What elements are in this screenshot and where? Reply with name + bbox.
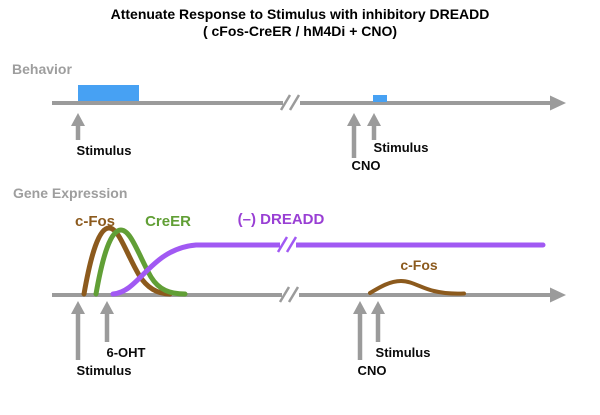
diagram-title-line1: Attenuate Response to Stimulus with inhi… (110, 6, 490, 22)
diagram-title-line2: ( cFos-CreER / hM4Di + CNO) (202, 23, 398, 39)
creer-curve (93, 227, 188, 297)
behavior-section-label: Behavior (12, 61, 72, 77)
behavior-stimulus2-arrow (367, 113, 381, 140)
behavior-timeline-arrowhead (550, 95, 566, 111)
behavior-cno-label: CNO (351, 158, 381, 173)
stimulus-block-1 (78, 85, 139, 101)
cfos-curve-label: c-Fos (74, 213, 116, 230)
creer-curve-label: CreER (145, 213, 191, 230)
gene-cno-label: CNO (357, 363, 387, 378)
gene-stimulus1-label: Stimulus (76, 363, 132, 378)
behavior-cno-arrow (347, 113, 361, 158)
behavior-stimulus1-arrow (71, 113, 85, 140)
cfos-response-curve-label: c-Fos (400, 257, 438, 273)
dreadd-curve-break-icon (276, 236, 298, 253)
behavior-timeline-group (52, 95, 566, 111)
cfos-curve (81, 225, 173, 297)
gene-stimulus2-label: Stimulus (375, 345, 431, 360)
gene-stimulus1-arrow (71, 301, 85, 360)
gene-6oht-arrow (100, 301, 114, 342)
gene-stimulus2-arrow (371, 301, 385, 342)
dreadd-curve (110, 242, 546, 297)
gene-6oht-label: 6-OHT (106, 345, 146, 360)
gene-timeline-arrowhead (550, 287, 566, 303)
behavior-stimulus1-label: Stimulus (76, 143, 132, 158)
behavior-stimulus2-label: Stimulus (373, 140, 429, 155)
gene-axis-break-icon (278, 286, 300, 303)
gene-cno-arrow (353, 301, 367, 360)
stimulus-block-2 (373, 95, 387, 102)
gene-timeline-group (52, 287, 566, 303)
dreadd-curve-label: (–) DREADD (237, 211, 325, 228)
cfos-response-curve (368, 278, 466, 296)
gene-expression-section-label: Gene Expression (13, 185, 128, 201)
behavior-axis-break-icon (279, 94, 301, 111)
